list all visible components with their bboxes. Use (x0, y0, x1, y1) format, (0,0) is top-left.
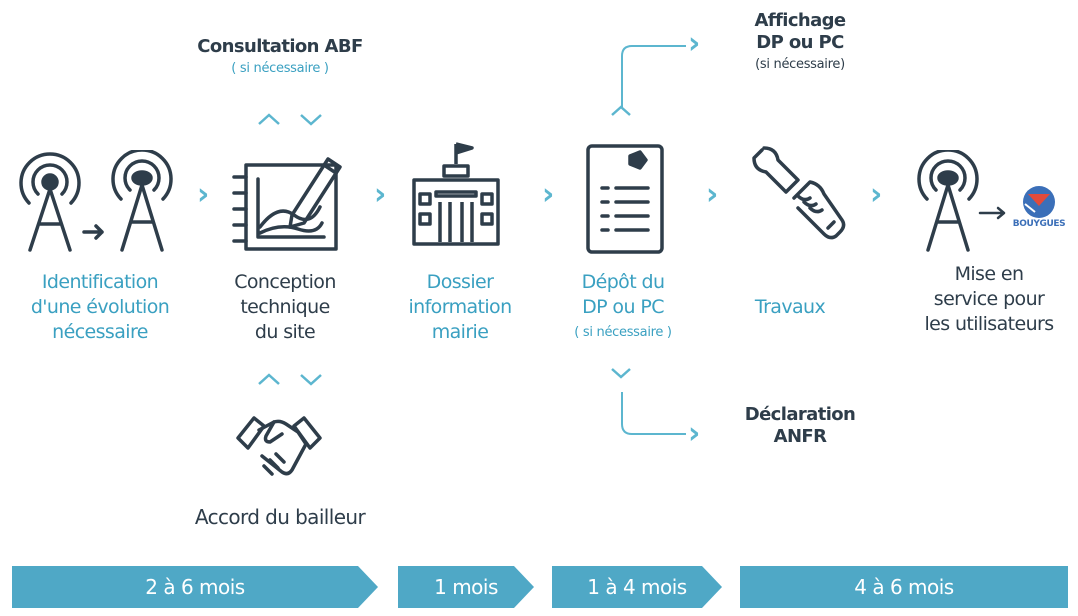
affichage-label: Affichage DP ou PC (si nécessaire) (700, 10, 900, 76)
up-down-arrows-icon (258, 373, 322, 386)
step-line: Conception (234, 271, 336, 293)
declaration-label: Déclaration ANFR (700, 404, 900, 448)
step-chevron-icon: › (374, 177, 387, 212)
declaration-title: Déclaration (744, 404, 856, 425)
wrench-hand-icon (752, 146, 846, 240)
step-label-travaux: Travaux (725, 295, 855, 320)
step-line: mairie (431, 321, 489, 343)
step-chevron-icon: › (197, 177, 210, 212)
technical-drawing-icon (232, 157, 342, 251)
accord-bailleur-label: Accord du bailleur (194, 505, 366, 529)
consultation-abf-label: Consultation ABF ( si nécessaire ) (170, 36, 390, 80)
step-line: les utilisateurs (924, 313, 1054, 335)
step-chevron-icon: › (542, 177, 555, 212)
step-label-dossier: Dossier information mairie (385, 270, 535, 345)
step-label-mise-en-service: Mise en service pour les utilisateurs (900, 262, 1078, 337)
bouygues-logo-icon (1023, 186, 1055, 218)
duration-label: 1 à 4 mois (587, 575, 687, 599)
step-line: nécessaire (52, 321, 148, 343)
consultation-abf-title: Consultation ABF (197, 36, 363, 57)
step-line: Travaux (754, 296, 826, 318)
step-label-depot: Dépôt du DP ou PC ( si nécessaire ) (548, 270, 698, 345)
declaration-connector (621, 392, 686, 435)
up-arrow-icon (611, 105, 631, 116)
step-line: Dépôt du (581, 271, 665, 293)
consultation-abf-note: ( si nécessaire ) (231, 61, 329, 76)
affichage-connector (621, 45, 686, 108)
duration-label: 4 à 6 mois (854, 575, 954, 599)
declaration-arrow-icon: › (688, 416, 701, 451)
duration-label: 2 à 6 mois (145, 575, 245, 599)
antenna-evolution-icon (19, 150, 173, 252)
down-arrow-icon (611, 368, 631, 379)
town-hall-icon (412, 142, 500, 246)
step-line: service pour (933, 288, 1045, 310)
small-arrow-icon (978, 206, 1006, 220)
duration-label: 1 mois (434, 575, 498, 599)
step-line: d'une évolution (30, 296, 170, 318)
affichage-title: Affichage (754, 10, 846, 31)
step-line: Mise en (954, 263, 1024, 285)
step-chevron-icon: › (870, 177, 883, 212)
step-line: Identification (41, 271, 159, 293)
document-icon (586, 144, 664, 254)
declaration-title-2: ANFR (773, 426, 827, 447)
up-down-arrows-icon (258, 113, 322, 126)
step-line: Dossier (426, 271, 494, 293)
duration-bar: 4 à 6 mois (740, 566, 1068, 608)
antenna-live-icon (917, 150, 979, 252)
step-label-conception: Conception technique du site (200, 270, 370, 345)
step-line: information (408, 296, 512, 318)
affichage-arrow-icon: › (688, 26, 701, 61)
step-line: du site (254, 321, 316, 343)
step-note: ( si nécessaire ) (574, 325, 672, 340)
affichage-title-2: DP ou PC (756, 32, 844, 53)
duration-bar: 2 à 6 mois (12, 566, 378, 608)
handshake-icon (236, 416, 322, 476)
step-line: DP ou PC (582, 296, 664, 318)
affichage-note: (si nécessaire) (755, 57, 845, 72)
step-line: technique (240, 296, 330, 318)
duration-bar: 1 à 4 mois (552, 566, 722, 608)
step-chevron-icon: › (706, 177, 719, 212)
duration-bar: 1 mois (398, 566, 534, 608)
bouygues-logo-text: BOUYGUES (1012, 219, 1066, 229)
step-label-identification: Identification d'une évolution nécessair… (0, 270, 200, 345)
